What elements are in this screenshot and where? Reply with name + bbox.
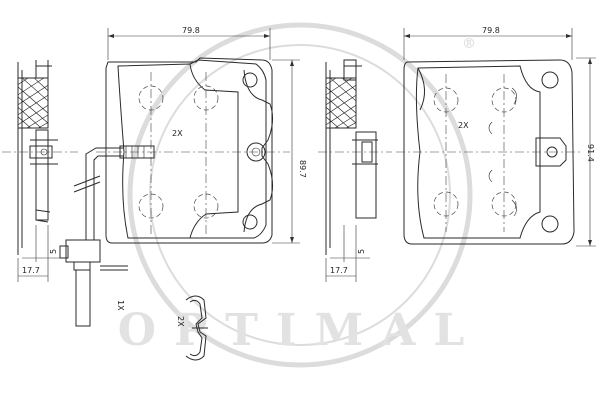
sensor-quantity-label: 1X [116,300,125,311]
right-side-offset-label: 5 [357,249,366,254]
right-pad-side-view [318,59,392,255]
clip-quantity-label: 2X [176,316,185,327]
left-side-offset-label: 5 [49,249,58,254]
right-pad-front-view: 79.8 91.4 2X [396,26,596,247]
spring-clip-detail: 2X [176,295,208,361]
right-thickness-label: 17.7 [330,266,348,275]
right-quantity-label: 2X [458,121,469,130]
left-thickness-label: 17.7 [22,266,40,275]
right-width-label: 79.8 [482,26,500,35]
watermark-text: OPTIMAL [118,305,483,356]
right-height-label: 91.4 [586,144,595,162]
left-quantity-label: 2X [172,129,183,138]
left-pad-side-view [2,60,78,255]
optimal-watermark: OPTIMAL ® [118,22,483,368]
left-height-label: 89.7 [298,160,307,178]
left-side-dimensions: 5 17.7 [17,225,62,282]
registered-mark: ® [462,36,476,52]
left-pad-front-view: 79.8 89.7 2X [96,26,307,244]
right-side-dimensions: 5 17.7 [325,225,370,282]
left-width-label: 79.8 [182,26,200,35]
wear-sensor: 1X [59,145,155,327]
